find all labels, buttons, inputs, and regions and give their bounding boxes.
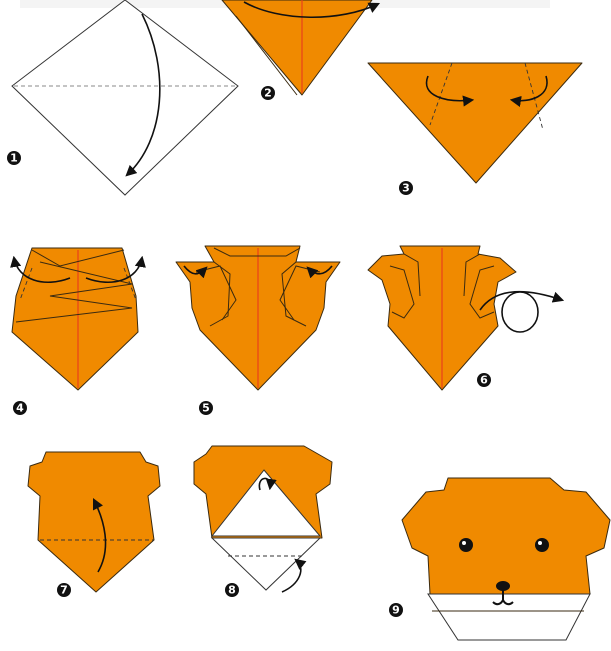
step-number: 1	[10, 152, 18, 165]
step-number: 5	[202, 402, 210, 415]
step-number: 7	[60, 584, 68, 597]
step-1: 1	[7, 0, 238, 195]
step-number: 2	[264, 87, 272, 100]
step-6: 6	[368, 246, 562, 390]
step-7: 7	[28, 452, 160, 597]
turn-over-loop	[502, 292, 538, 332]
step-4: 4	[12, 248, 142, 415]
step-8: 8	[194, 446, 332, 597]
step-number: 4	[16, 402, 24, 415]
step-number: 3	[402, 182, 410, 195]
step-5: 5	[176, 246, 340, 415]
bear-muzzle	[428, 594, 590, 640]
bear-face	[402, 478, 610, 594]
bear-head-back	[28, 452, 160, 592]
step-number: 9	[392, 604, 400, 617]
left-eye-highlight	[462, 541, 466, 545]
right-eye-highlight	[538, 541, 542, 545]
step-number: 6	[480, 374, 488, 387]
lower-white-triangle	[212, 538, 320, 590]
folded-paper	[12, 248, 138, 390]
left-eye	[459, 538, 473, 552]
step-3: 3	[368, 63, 582, 195]
right-eye	[535, 538, 549, 552]
triangle-paper	[368, 63, 582, 183]
step-2: 2	[222, 0, 378, 100]
bear-nose	[496, 581, 510, 591]
square-paper	[12, 0, 238, 195]
step-9: 9	[389, 478, 610, 640]
step-number: 8	[228, 584, 236, 597]
